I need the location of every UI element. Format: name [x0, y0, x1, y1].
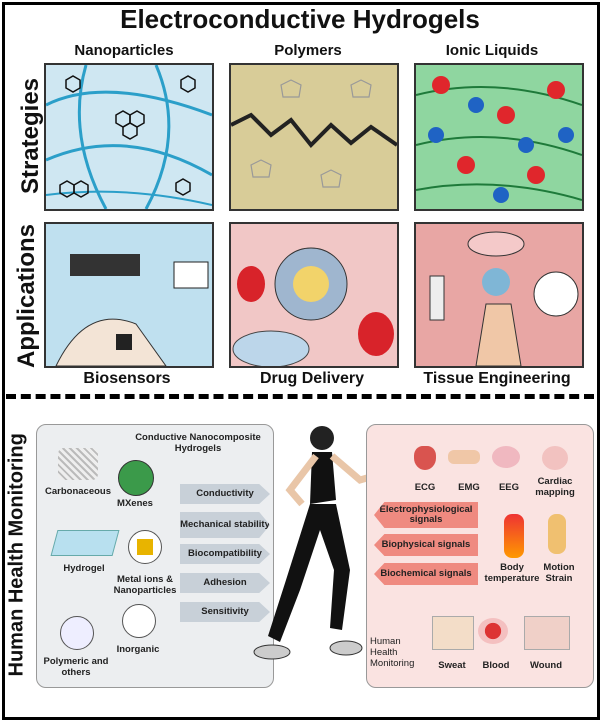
material-label-metal-ions: Metal ions & Nanoparticles — [113, 574, 177, 596]
signal-biophysical: Biophysical signals — [374, 534, 478, 556]
row-label-strategies: Strategies — [17, 77, 44, 195]
hydrogel-icon — [50, 530, 120, 556]
polymeric-icon — [60, 616, 94, 650]
ionic-liquids-illustration — [416, 76, 582, 203]
item-emg: EMG — [458, 482, 480, 493]
property-conductivity: Conductivity — [180, 484, 270, 504]
column-header-polymers: Polymers — [274, 42, 342, 59]
nanoparticles-illustration — [46, 65, 212, 209]
carbonaceous-icon — [58, 448, 98, 480]
sweat-icon — [432, 616, 474, 650]
emg-icon — [448, 450, 480, 464]
material-label-carbonaceous: Carbonaceous — [45, 486, 111, 497]
inorganic-icon — [122, 604, 156, 638]
property-biocompatibility: Biocompatibility — [180, 544, 270, 564]
row-label-applications: Applications — [13, 224, 40, 369]
material-label-polymeric: Polymeric and others — [43, 656, 109, 678]
biosensors-panel — [44, 222, 214, 368]
wound-icon — [524, 616, 570, 650]
property-mechanical-stability: Mechanical stability — [180, 512, 270, 538]
material-label-inorganic: Inorganic — [116, 644, 160, 655]
bottom-title: Human Health Monitoring — [370, 636, 415, 669]
motion-strain-icon — [548, 514, 566, 554]
section-divider — [6, 394, 594, 399]
tissue-engineering-panel — [414, 222, 584, 368]
signal-biochemical: Biochemical signals — [374, 563, 478, 585]
item-eeg: EEG — [498, 482, 520, 493]
item-wound: Wound — [529, 660, 562, 671]
item-sweat: Sweat — [438, 660, 466, 671]
nanocomposite-title: Conductive Nanocomposite Hydrogels — [135, 432, 261, 454]
metal-ions-icon — [128, 530, 162, 564]
human-health-monitoring-side-label: Human Health Monitoring — [5, 433, 28, 677]
biosensors-illustration — [55, 254, 209, 366]
application-label-biosensors: Biosensors — [83, 370, 171, 387]
tissue-engineering-illustration — [429, 231, 579, 366]
property-adhesion: Adhesion — [180, 573, 270, 593]
runner-illustration — [253, 426, 375, 660]
ionic-liquids-panel — [414, 63, 584, 211]
item-ecg: ECG — [414, 482, 436, 493]
item-cardiac-mapping: Cardiac mapping — [535, 476, 575, 498]
material-label-mxenes: MXenes — [117, 498, 153, 509]
drug-delivery-illustration — [232, 247, 394, 366]
property-sensitivity: Sensitivity — [180, 602, 270, 622]
column-header-nanoparticles: Nanoparticles — [74, 42, 174, 59]
mxenes-icon — [118, 460, 154, 496]
blood-icon — [478, 618, 508, 644]
item-blood: Blood — [482, 660, 510, 671]
application-label-tissue-engineering: Tissue Engineering — [423, 370, 571, 387]
signal-electrophysiological: Electrophysiological signals — [374, 502, 478, 528]
column-header-ionic-liquids: Ionic Liquids — [445, 42, 539, 59]
polymers-illustration — [231, 79, 397, 188]
material-label-hydrogel: Hydrogel — [63, 563, 105, 574]
figure-title: Electroconductive Hydrogels — [120, 4, 480, 34]
item-body-temperature: Body temperature — [484, 562, 540, 584]
cardiac-mapping-icon — [542, 446, 568, 470]
ecg-icon — [414, 446, 436, 470]
polymers-panel — [229, 63, 399, 211]
application-label-drug-delivery: Drug Delivery — [259, 370, 365, 387]
nanoparticles-panel — [44, 63, 214, 211]
eeg-icon — [492, 446, 520, 468]
item-motion-strain: Motion Strain — [543, 562, 575, 584]
drug-delivery-panel — [229, 222, 399, 368]
body-temperature-icon — [504, 514, 524, 558]
